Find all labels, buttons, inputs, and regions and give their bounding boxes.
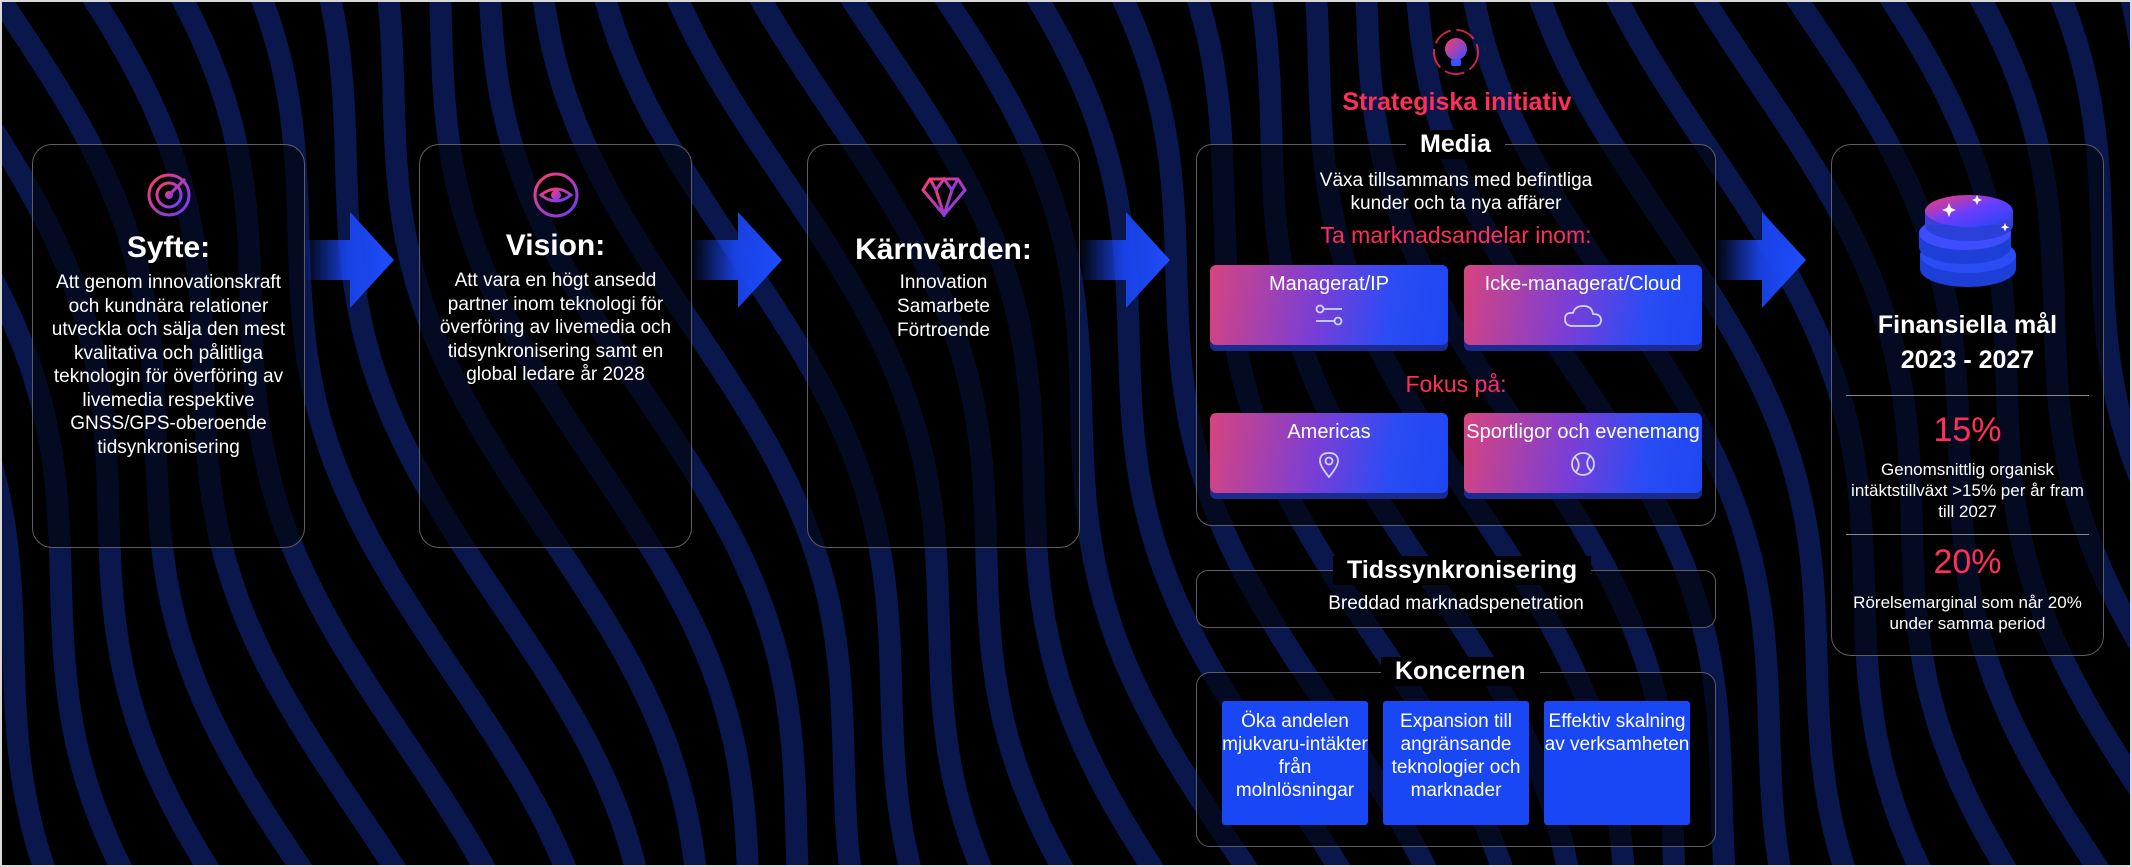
arrow-right-icon	[302, 212, 394, 308]
media-title: Media	[1406, 130, 1505, 159]
group-title: Koncernen	[1381, 657, 1540, 686]
group-initiative-box: Öka andelen mjukvaru-intäkter från molnl…	[1222, 701, 1368, 825]
cloud-icon	[1564, 305, 1602, 327]
eye-icon	[533, 172, 578, 218]
purpose-text: Att genom innovationskraft och kundnära …	[51, 272, 286, 458]
tile-americas: Americas	[1210, 413, 1448, 493]
coins-stack-icon	[1918, 195, 2016, 287]
wave-line	[934, 2, 1258, 865]
financial-title-line1: Finansiella mål	[1877, 311, 2058, 339]
core-values-card: Kärnvärden: Innovation Samarbete Förtroe…	[807, 144, 1080, 548]
divider	[1846, 395, 2089, 396]
core-value-item: Förtroende	[897, 320, 990, 341]
media-subtitle-line1: Växa tillsammans med befintliga	[1319, 170, 1593, 191]
group-initiative-box: Effektiv skalning av verksamheten	[1544, 701, 1690, 825]
tile-sports: Sportligor och evenemang	[1464, 413, 1702, 493]
wave-line	[532, 2, 861, 865]
wave-line	[319, 2, 647, 865]
vision-text: Att vara en högt ansedd partner inom tek…	[439, 270, 672, 385]
group-initiative-box: Expansion till angränsande teknologier o…	[1383, 701, 1529, 825]
ball-icon	[1571, 452, 1595, 476]
financial-title-line2: 2023 - 2027	[1900, 346, 2035, 374]
arrow-right-icon	[1078, 212, 1170, 308]
core-value-item: Innovation	[899, 272, 988, 293]
vision-title: Vision:	[505, 229, 606, 262]
timesync-subtitle: Breddad marknadspenetration	[1328, 593, 1584, 614]
wave-line	[1529, 2, 1855, 865]
market-share-heading: Ta marknadsandelar inom:	[1320, 222, 1592, 248]
goal-value: 20%	[1933, 543, 2002, 581]
sliders-icon	[1315, 304, 1343, 326]
diamond-icon	[920, 177, 967, 217]
goal-text: Genomsnittlig organisk intäktstillväxt >…	[1851, 460, 2084, 521]
divider	[1846, 534, 2089, 535]
vision-card: Vision: Att vara en högt ansedd partner …	[419, 144, 692, 548]
tile-managed-ip: Managerat/IP	[1210, 265, 1448, 345]
goal-text: Rörelsemarginal som når 20% under samma …	[1853, 593, 2082, 633]
tile-label: Managerat/IP	[1268, 273, 1390, 295]
core-values-title: Kärnvärden:	[855, 233, 1032, 266]
focus-heading: Fokus på:	[1405, 371, 1507, 397]
target-icon	[147, 173, 190, 217]
location-pin-icon	[1319, 452, 1339, 479]
goal-value: 15%	[1933, 411, 2002, 449]
arrow-right-icon	[690, 212, 782, 308]
tile-label: Icke-managerat/Cloud	[1484, 273, 1682, 295]
tile-label: Americas	[1287, 421, 1371, 443]
media-subtitle-line2: kunder och ta nya affärer	[1350, 193, 1562, 214]
strategic-initiatives-heading: Strategiska initiativ	[1342, 88, 1572, 116]
arrow-right-icon	[1714, 212, 1806, 308]
purpose-card: Syfte: Att genom innovationskraft och ku…	[32, 144, 305, 548]
timesync-title: Tidssynkronisering	[1333, 556, 1592, 585]
lightbulb-icon	[1433, 29, 1479, 75]
tile-unmanaged-cloud: Icke-managerat/Cloud	[1464, 265, 1702, 345]
purpose-title: Syfte:	[126, 231, 211, 264]
tile-label: Sportligor och evenemang	[1466, 421, 1700, 443]
wave-line	[2, 460, 55, 865]
wave-line	[2050, 2, 2130, 483]
financial-goals-card: Finansiella mål 2023 - 2027 15% Genomsni…	[1831, 144, 2104, 656]
wave-line	[251, 2, 577, 865]
core-value-item: Samarbete	[897, 296, 990, 317]
